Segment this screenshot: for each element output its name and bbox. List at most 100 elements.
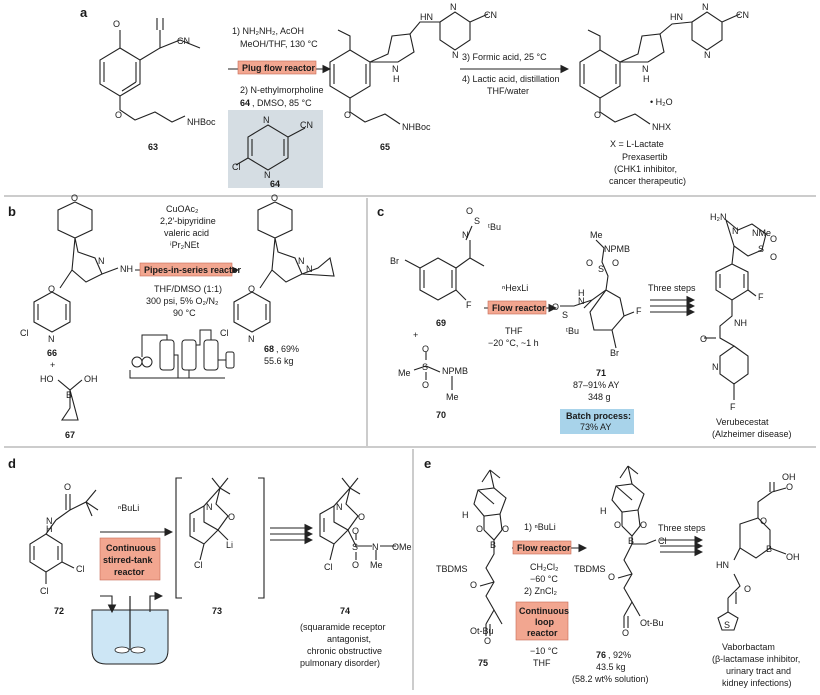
compound-71-yield: 87–91% AY: [573, 380, 619, 390]
int-a-group-4: N: [392, 64, 399, 74]
compound-67-label: 67: [65, 430, 75, 440]
e-three-steps: Three steps: [658, 523, 706, 533]
compound-72-label: 72: [54, 606, 64, 616]
sulf-group-5: Me: [446, 392, 459, 402]
sm-b-group-3: O: [48, 284, 55, 294]
batch-label: Batch process:: [566, 411, 631, 421]
compound-64-structure: N CN Cl N: [232, 115, 313, 180]
final-c-group-6: F: [758, 292, 764, 302]
prod-a-group-3: N: [704, 50, 711, 60]
prod-e-group-3: B: [628, 536, 634, 546]
prod-d-group-5: N: [372, 542, 379, 552]
box-group-2: Cl: [232, 162, 241, 172]
compound-69-label: 69: [436, 318, 446, 328]
panel-e: e H O O B TBDMS O O Ot-Bu 75 1) ⁿBuLi Fl…: [424, 456, 800, 688]
int-d-group-2: Li: [226, 540, 233, 550]
prod-a-group-7: • H₂O: [650, 97, 673, 107]
sm-b-group-4: Cl: [20, 328, 29, 338]
final-c-group-8: O: [700, 334, 707, 344]
vaborbactam-desc3: kidney infections): [722, 678, 792, 688]
panel-a-label: a: [80, 5, 88, 20]
pipes-in-series-reactor-box: [139, 262, 233, 277]
sm-b-group-2: NH: [120, 264, 133, 274]
sm-e-group-2: O: [502, 524, 509, 534]
prexasertib-desc1: (CHK1 inhibitor,: [614, 164, 677, 174]
prod-e-group-0: H: [600, 506, 607, 516]
prod-d-group-6: OMe: [392, 542, 412, 552]
prod-b-group-4: Cl: [220, 328, 229, 338]
compound-68-yield: , 69%: [276, 344, 299, 354]
three-arrow-d: [270, 523, 314, 545]
final-e-group-2: O: [760, 516, 767, 526]
prod-c-group-7: O: [552, 302, 559, 312]
a-reactor: Plug flow reactor: [242, 63, 316, 73]
panel-b: b O N NH O Cl N 66 + HO B OH 67: [8, 193, 335, 440]
sm-c-group-4: ᵗBu: [488, 222, 501, 232]
sulf-group-0: Me: [398, 368, 411, 378]
sm-e-group-5: O: [470, 580, 477, 590]
d-desc1: (squaramide receptor: [300, 622, 386, 632]
prod-c-group-2: S: [598, 264, 604, 274]
panel-d: d O N H Cl Cl 72 ⁿBuLi Continuous stirre…: [8, 456, 412, 668]
panel-e-label: e: [424, 456, 431, 471]
prod-d-group-8: Cl: [324, 562, 333, 572]
e-reactor2b: loop: [535, 617, 554, 627]
sm-e-group-0: H: [462, 510, 469, 520]
three-step-arrow-c: [650, 295, 696, 317]
final-c-group-2: NMe: [752, 228, 771, 238]
final-c-group-7: NH: [734, 318, 747, 328]
a-step1b: MeOH/THF, 130 °C: [240, 39, 318, 49]
sm-a-group-1: CN: [177, 36, 190, 46]
compound-71-mass: 348 g: [588, 392, 611, 402]
compound-76-mass: 43.5 kg: [596, 662, 626, 672]
int-a-group-1: N: [450, 2, 457, 12]
prod-a-group-1: N: [702, 2, 709, 12]
b-cond6: 300 psi, 5% O₂/N₂: [146, 296, 219, 306]
e-cond3: −10 °C: [530, 646, 558, 656]
prod-d-group-1: O: [358, 512, 365, 522]
sulf-group-4: NPMB: [442, 366, 468, 376]
int-a-group-3: N: [452, 50, 459, 60]
prod-c-group-5: H: [578, 288, 585, 298]
sm-d-group-3: Cl: [76, 564, 85, 574]
compound-65-label: 65: [380, 142, 390, 152]
bracket-right: [258, 477, 265, 599]
prod-b-group-3: O: [248, 284, 255, 294]
bracket-left: [175, 477, 182, 599]
prexasertib-name: Prexasertib: [622, 152, 668, 162]
final-c-group-3: S: [758, 244, 764, 254]
compound-71-structure: Me NPMB S O O H N O S ᵗBu F Br: [552, 230, 642, 358]
prod-d-group-2: S: [352, 542, 358, 552]
e-reactor2c: reactor: [527, 628, 558, 638]
c-plus: +: [413, 330, 418, 340]
b-cond4: ⁱPr₂NEt: [170, 240, 200, 250]
prod-b-group-5: N: [248, 334, 255, 344]
vaborbactam-name: Vaborbactam: [722, 642, 775, 652]
final-c-group-1: N: [732, 226, 739, 236]
prod-a-group-6: O: [594, 110, 601, 120]
sm-e-group-6: O: [484, 636, 491, 646]
prod-c-group-9: ᵗBu: [566, 326, 579, 336]
b-plus: +: [50, 360, 55, 370]
sulf-group-3: O: [422, 380, 429, 390]
a-step3: 3) Formic acid, 25 °C: [462, 52, 547, 62]
prod-c-group-1: NPMB: [604, 244, 630, 254]
vaborbactam-structure: O OH O B OH HN O S: [716, 472, 800, 631]
compound-67-structure: HO B OH: [40, 374, 98, 421]
compound-64-box: [228, 110, 323, 188]
prod-c-group-0: Me: [590, 230, 603, 240]
compound-70-label: 70: [436, 410, 446, 420]
x-definition: X = L-Lactate: [610, 139, 664, 149]
sm-d-group-2: H: [46, 524, 53, 534]
final-e-group-0: O: [786, 482, 793, 492]
sm-e-group-7: Ot-Bu: [470, 626, 494, 636]
three-step-arrow-e: [660, 535, 704, 557]
prod-a-group-2: CN: [736, 10, 749, 20]
sm-a-group-2: O: [115, 110, 122, 120]
b-reactor: Pipes-in-series reactor: [144, 265, 242, 275]
sm-c-group-5: F: [466, 300, 472, 310]
panel-b-label: b: [8, 204, 16, 219]
final-c-group-5: O: [770, 252, 777, 262]
sm-c-group-1: N: [462, 230, 469, 240]
